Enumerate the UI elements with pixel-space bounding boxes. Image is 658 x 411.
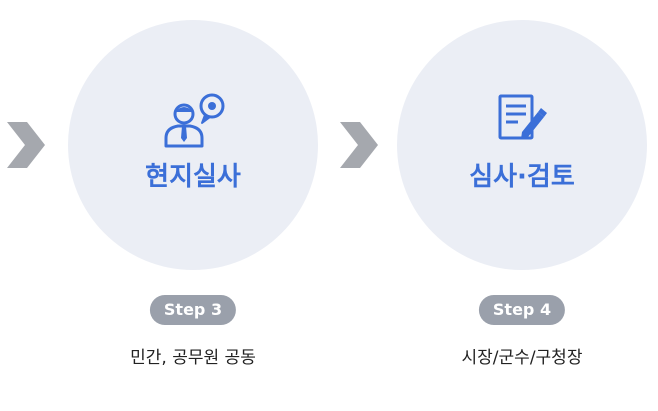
chevron-right-icon (7, 122, 45, 168)
step-description: 시장/군수/구청장 (461, 348, 583, 368)
step-description: 민간, 공무원 공동 (130, 348, 256, 368)
step-4-circle: 심사·검토 (397, 20, 647, 270)
officer-speech-bubble-icon (164, 93, 225, 148)
step-3-circle: 현지실사 (68, 20, 318, 270)
step-title: 현지실사 (145, 162, 241, 192)
document-pen-icon (498, 94, 547, 140)
step-title: 심사·검토 (469, 162, 575, 192)
step-badge: Step 4 (478, 295, 566, 325)
step-badge: Step 3 (149, 295, 237, 325)
chevron-right-icon (340, 122, 378, 168)
